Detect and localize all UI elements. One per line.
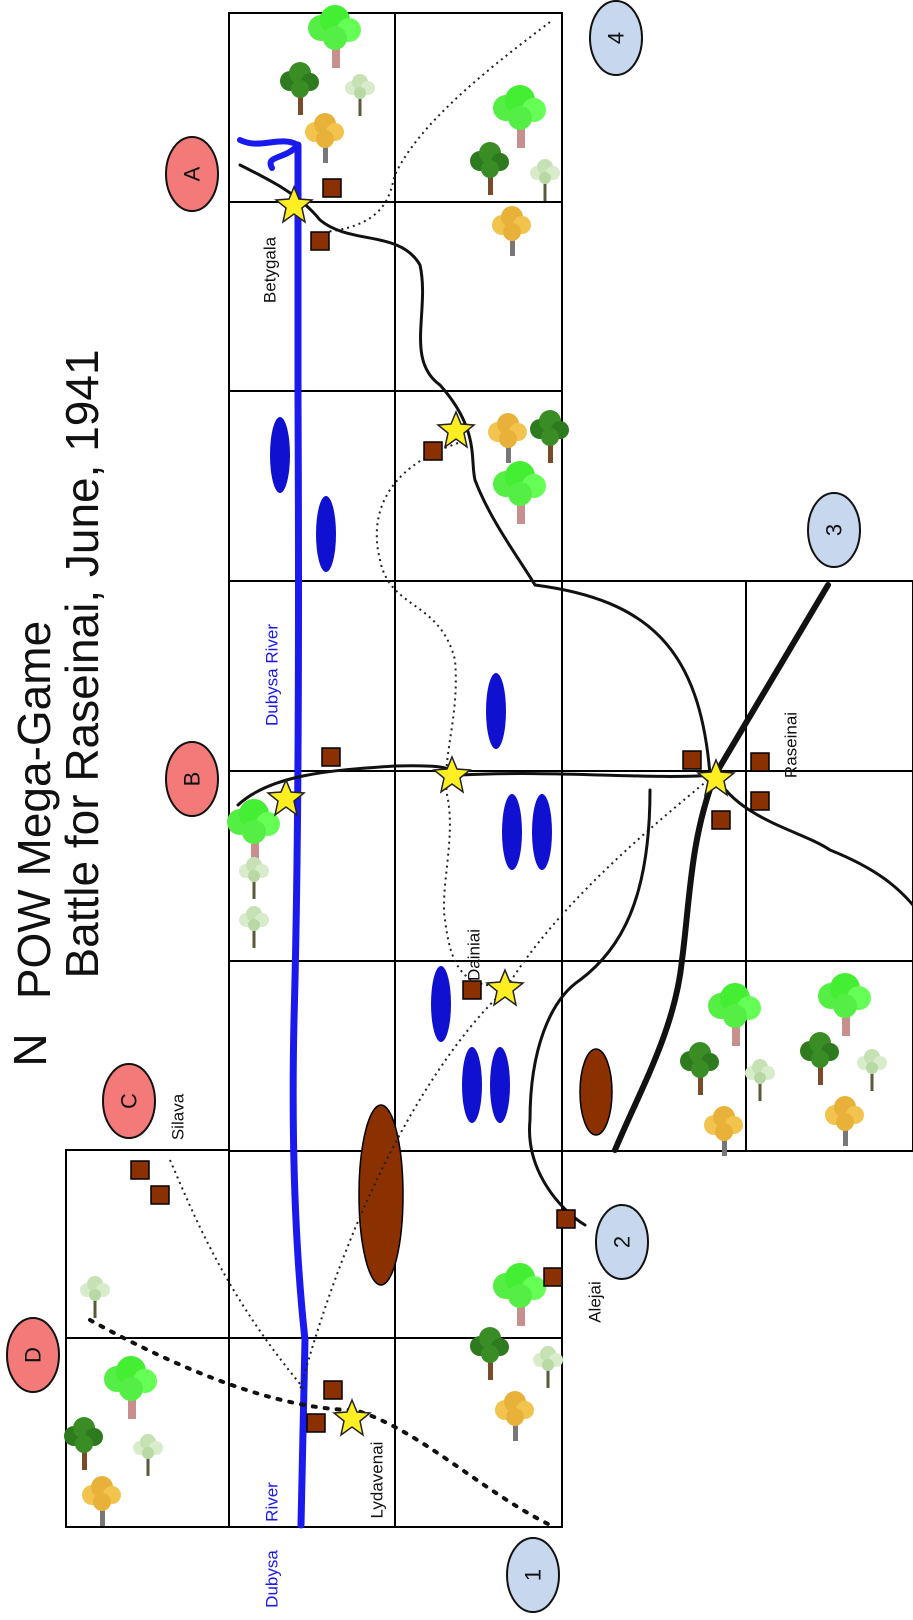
town-label-silava: Silava: [169, 1093, 188, 1140]
entry-marker-2-label: 2: [610, 1236, 635, 1248]
terrain-features: [270, 417, 613, 1286]
title-line-1: POW Mega-Game: [8, 621, 60, 999]
dirt-tracks: [169, 21, 709, 1391]
buildings: [130, 178, 770, 1433]
river-label-upper: Dubysa River: [263, 624, 282, 726]
river-label-lower-1: Dubysa: [263, 1550, 282, 1608]
entry-marker-c: [102, 1063, 156, 1139]
river-label-lower-2: River: [263, 1482, 282, 1522]
entry-marker-c-label: C: [117, 1093, 142, 1109]
entry-marker-a-label: A: [180, 166, 205, 181]
entry-marker-a: [165, 136, 219, 212]
north-label: N: [4, 1033, 56, 1066]
entry-marker-1: [506, 1537, 560, 1613]
map-grid: [65, 12, 913, 1528]
title-line-2: Battle for Raseinai, June, 1941: [56, 349, 108, 978]
entry-marker-4: [589, 0, 643, 76]
dubysa-river: [237, 137, 309, 1529]
roads: [236, 163, 913, 1227]
entry-marker-3-label: 3: [822, 524, 847, 536]
entry-marker-b: [165, 741, 219, 817]
entry-marker-4-label: 4: [604, 32, 629, 44]
town-label-dainiai: Dainiai: [465, 929, 484, 981]
town-label-lydavenai: Lydavenai: [368, 1442, 387, 1519]
entry-marker-b-label: B: [180, 772, 205, 787]
entry-marker-1-label: 1: [521, 1569, 546, 1581]
entry-marker-2: [595, 1204, 649, 1280]
town-label-betygala: Betygala: [261, 236, 280, 303]
track-d: [88, 1318, 552, 1527]
town-label-raseinai: Raseinai: [782, 712, 801, 778]
town-label-alejai: Alejai: [586, 1281, 605, 1323]
entry-marker-d-label: D: [21, 1347, 46, 1363]
entry-markers: [6, 0, 861, 1613]
entry-marker-d: [6, 1317, 60, 1393]
entry-marker-3: [807, 492, 861, 568]
objective-stars: [267, 186, 735, 1436]
